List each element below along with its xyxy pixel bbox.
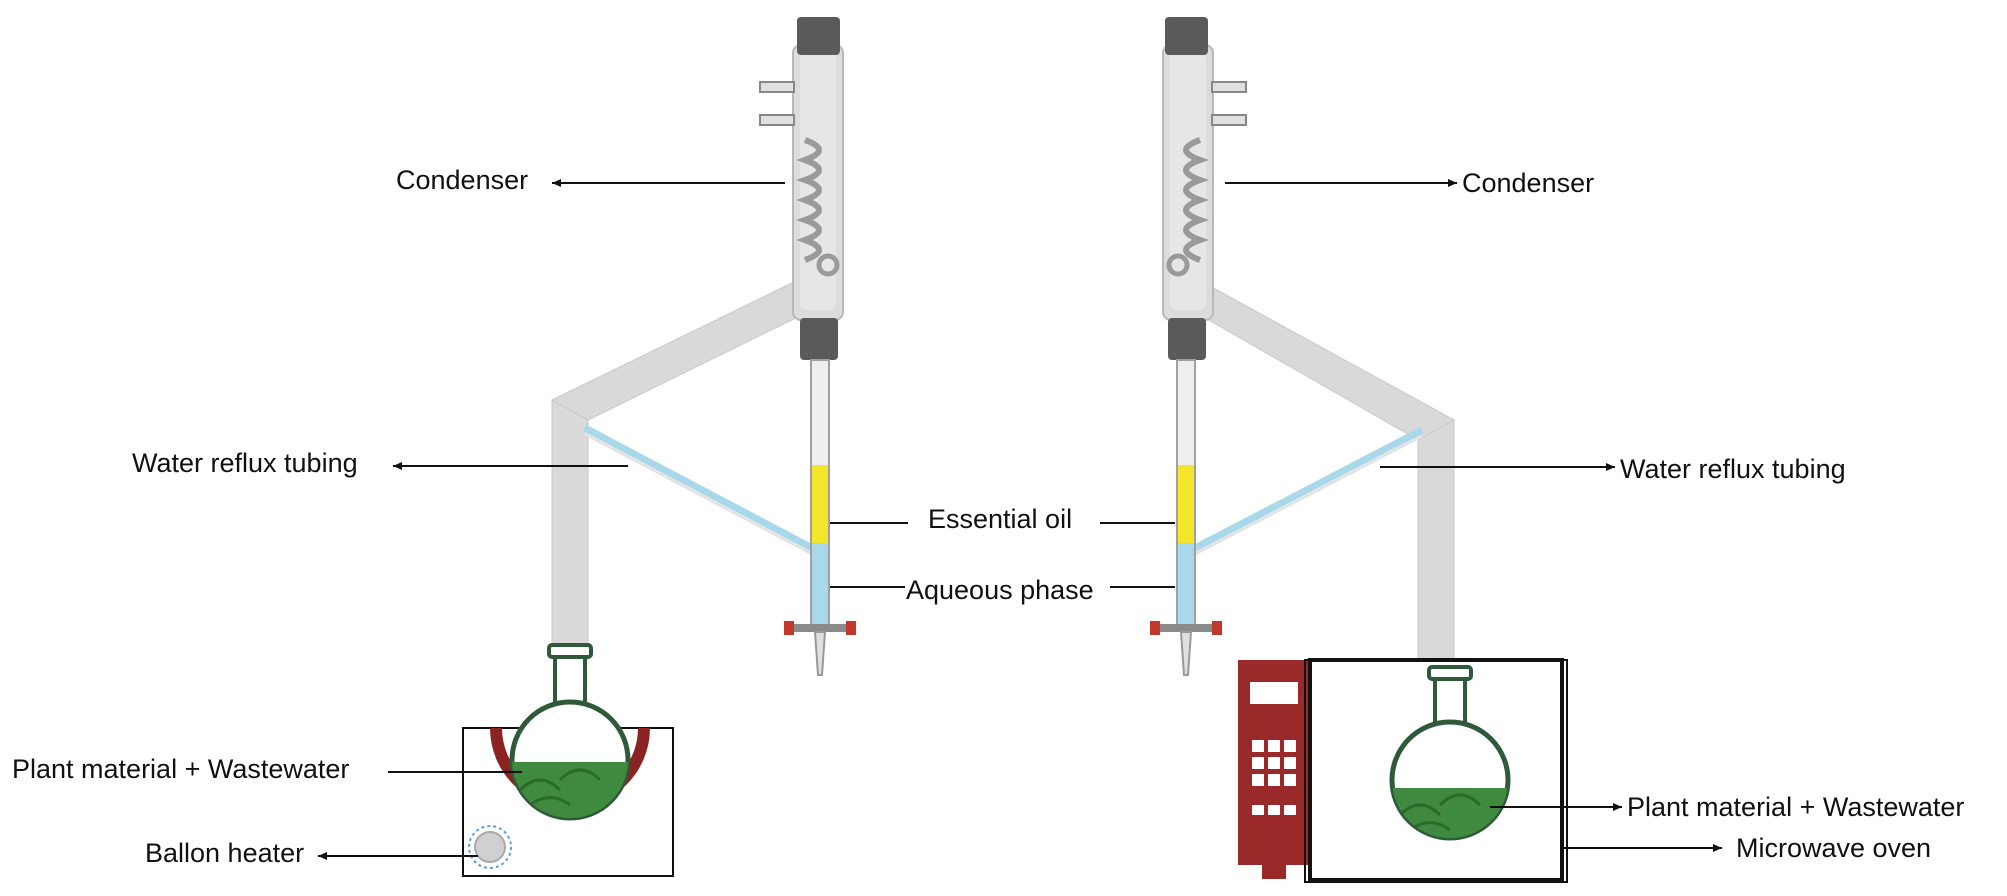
microwave-keypad (1252, 740, 1296, 815)
right-tubing-label: Water reflux tubing (1620, 454, 1846, 484)
left-tubing-label: Water reflux tubing (132, 448, 358, 478)
left-reflux-tubing (583, 424, 814, 552)
right-oil-layer (1178, 465, 1194, 543)
right-condenser-coil (1183, 137, 1209, 263)
left-flask-label: Plant material + Wastewater (12, 754, 350, 784)
right-diagonal-tube (1194, 284, 1456, 441)
heater-label: Ballon heater (145, 838, 305, 868)
oven-label: Microwave oven (1736, 833, 1932, 863)
left-joint-stopper (800, 318, 838, 360)
left-heater-knob (474, 831, 506, 863)
right-condenser-label: Condenser (1462, 168, 1595, 198)
right-top-stopper (1165, 17, 1208, 55)
essential-oil-label: Essential oil (928, 504, 1073, 534)
left-vapor-tube (551, 399, 589, 651)
right-apparatus (1150, 17, 1568, 883)
left-top-stopper (797, 17, 840, 55)
aqueous-phase-label: Aqueous phase (906, 575, 1094, 605)
left-diagonal-tube (550, 279, 813, 421)
left-oil-layer (812, 465, 828, 543)
right-flask-label: Plant material + Wastewater (1627, 792, 1965, 822)
right-stopcock (1156, 624, 1216, 632)
leader-lines (318, 179, 1722, 860)
left-apparatus (462, 17, 856, 877)
right-reflux-tubing (1193, 426, 1424, 552)
right-joint-stopper (1168, 318, 1206, 360)
left-condenser-coil (796, 137, 822, 263)
left-condenser-label: Condenser (396, 165, 529, 195)
left-stopcock (790, 624, 850, 632)
microwave-display (1250, 682, 1298, 704)
right-aqueous-layer (1178, 543, 1194, 628)
right-vapor-tube (1417, 419, 1455, 691)
left-aqueous-layer (812, 543, 828, 628)
